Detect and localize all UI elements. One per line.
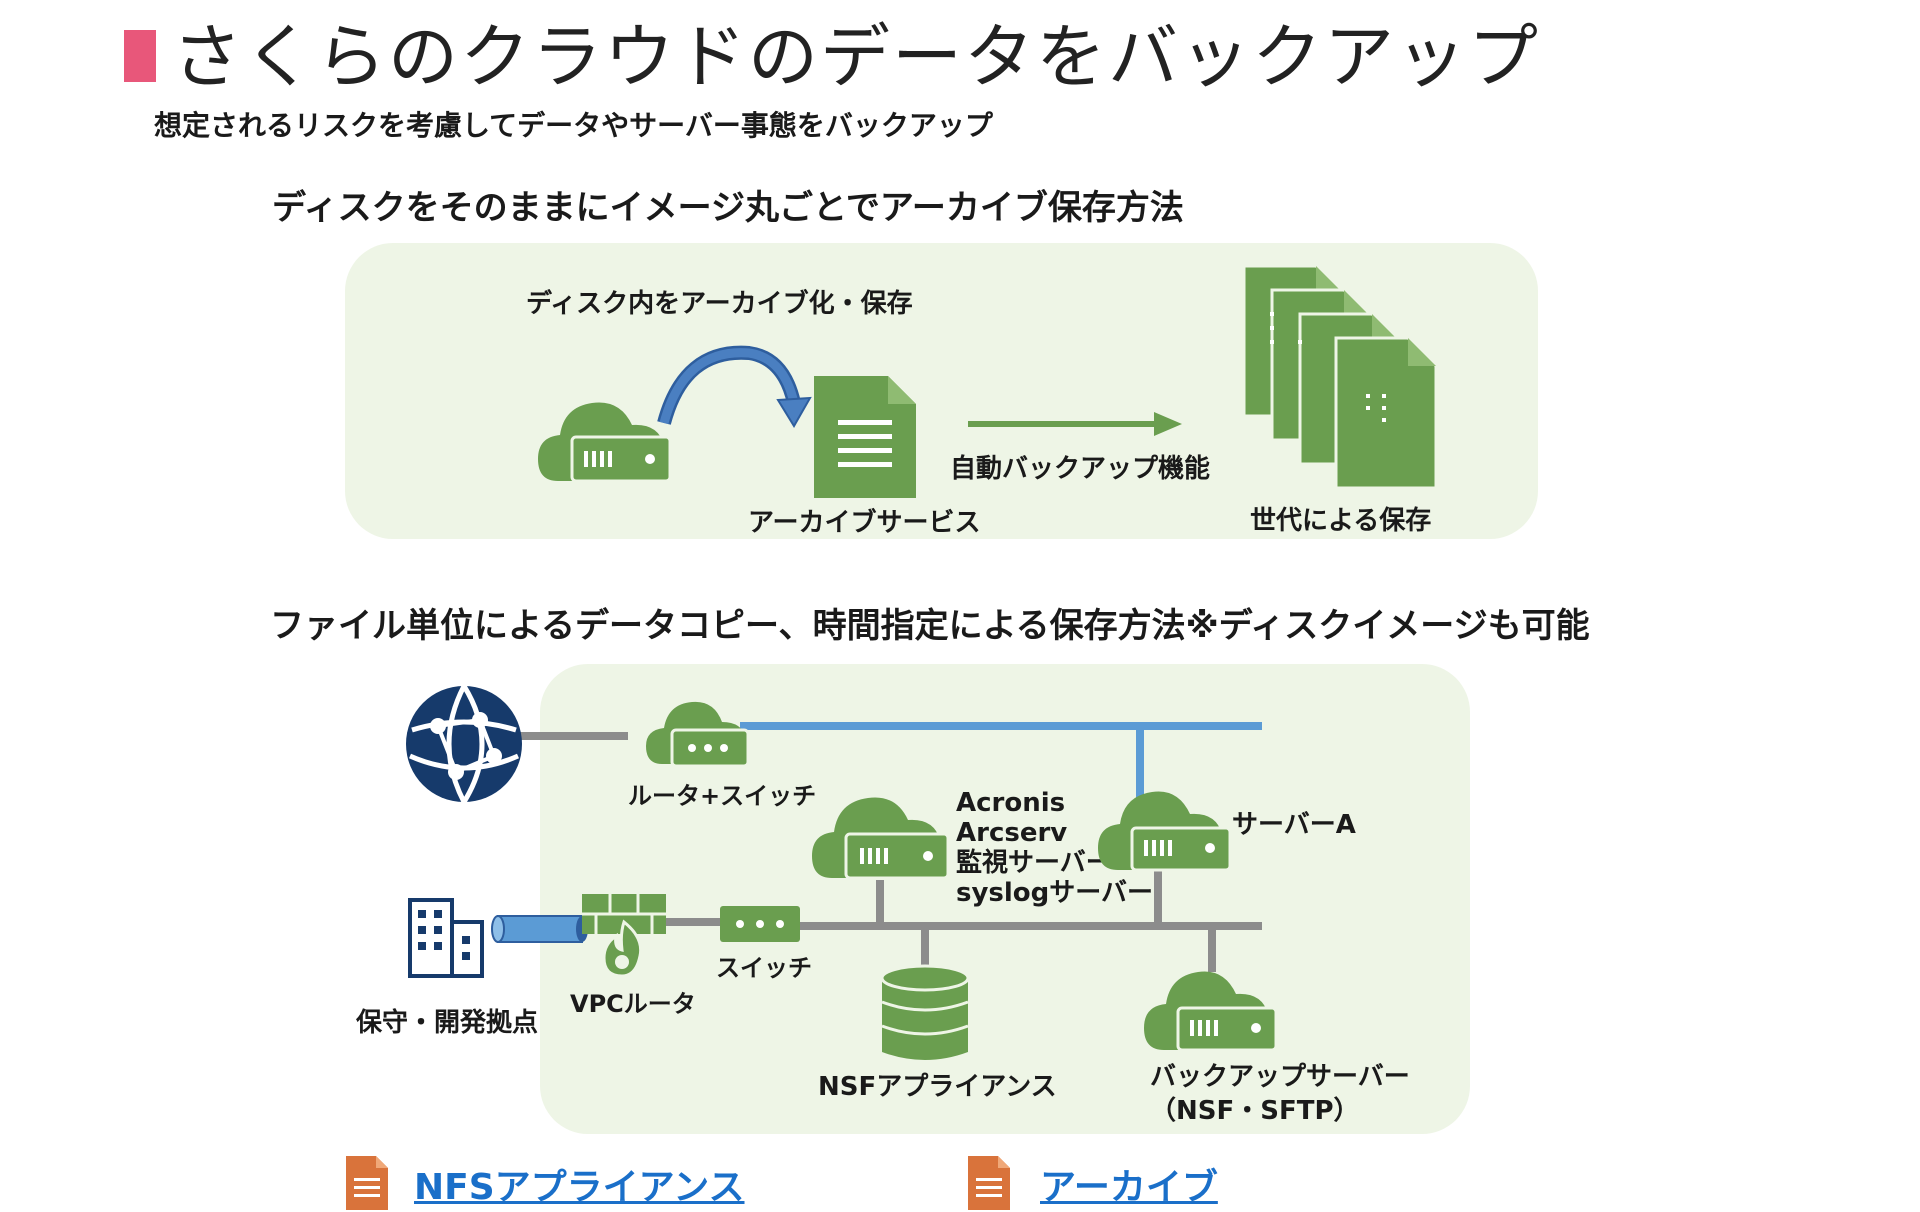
nfs-appliance-link[interactable]: NFSアプライアンス: [414, 1167, 745, 1208]
backup-server-label: バックアップサーバー （NSF・SFTP）: [1150, 1060, 1410, 1128]
switch-label: スイッチ: [716, 954, 812, 982]
section2-heading: ファイル単位によるデータコピー、時間指定による保存方法※ディスクイメージも可能: [270, 606, 1590, 646]
archive-service-label: アーカイブサービス: [748, 508, 981, 538]
office-label: 保守・開発拠点: [356, 1008, 539, 1038]
orange-document-icon: [346, 1156, 388, 1210]
monitor-server-icon: [812, 797, 950, 880]
curved-arrow-icon: [657, 345, 812, 428]
database-icon: [880, 964, 970, 1060]
cloud-server-icon: [538, 402, 672, 483]
building-icon: [408, 898, 484, 978]
monitor-line-syslog: syslogサーバー: [956, 878, 1154, 908]
backup-server-line1: バックアップサーバー: [1150, 1062, 1410, 1092]
globe-network-icon: [406, 684, 522, 804]
archive-link[interactable]: アーカイブ: [1040, 1167, 1218, 1208]
backup-server-line2: （NSF・SFTP）: [1150, 1096, 1360, 1126]
stacked-documents-icon: [1242, 264, 1438, 490]
archive-caption: ディスク内をアーカイブ化・保存: [526, 289, 913, 319]
monitor-line-arcserv: Arcserv: [956, 818, 1068, 848]
orange-document-icon: [968, 1156, 1010, 1210]
monitor-line-monitor: 監視サーバー: [956, 848, 1112, 878]
title-accent-bar: [124, 30, 156, 82]
page-subtitle: 想定されるリスクを考慮してデータやサーバー事態をバックアップ: [154, 109, 993, 142]
server-a-icon: [1098, 791, 1232, 872]
server-a-label: サーバーA: [1232, 810, 1356, 840]
router-switch-label: ルータ+スイッチ: [628, 782, 817, 810]
vpc-router-label: VPCルータ: [570, 990, 696, 1018]
nfs-appliance-label: NSFアプライアンス: [818, 1072, 1057, 1102]
switch-icon: [720, 906, 800, 942]
router-switch-icon: [646, 701, 750, 768]
monitor-line-acronis: Acronis: [956, 788, 1066, 818]
backup-server-icon: [1144, 971, 1278, 1052]
auto-backup-label: 自動バックアップ機能: [950, 454, 1211, 484]
vpn-tunnel-icon: [491, 915, 588, 943]
section1-heading: ディスクをそのままにイメージ丸ごとでアーカイブ保存方法: [272, 188, 1184, 228]
firewall-icon: [582, 894, 666, 978]
right-arrow-icon: [968, 412, 1182, 436]
generations-label: 世代による保存: [1250, 506, 1432, 536]
page-title: さくらのクラウドのデータをバックアップ: [172, 16, 1540, 98]
monitor-server-label: Acronis Arcserv 監視サーバー syslogサーバー: [956, 788, 1153, 908]
document-icon: [814, 376, 916, 498]
